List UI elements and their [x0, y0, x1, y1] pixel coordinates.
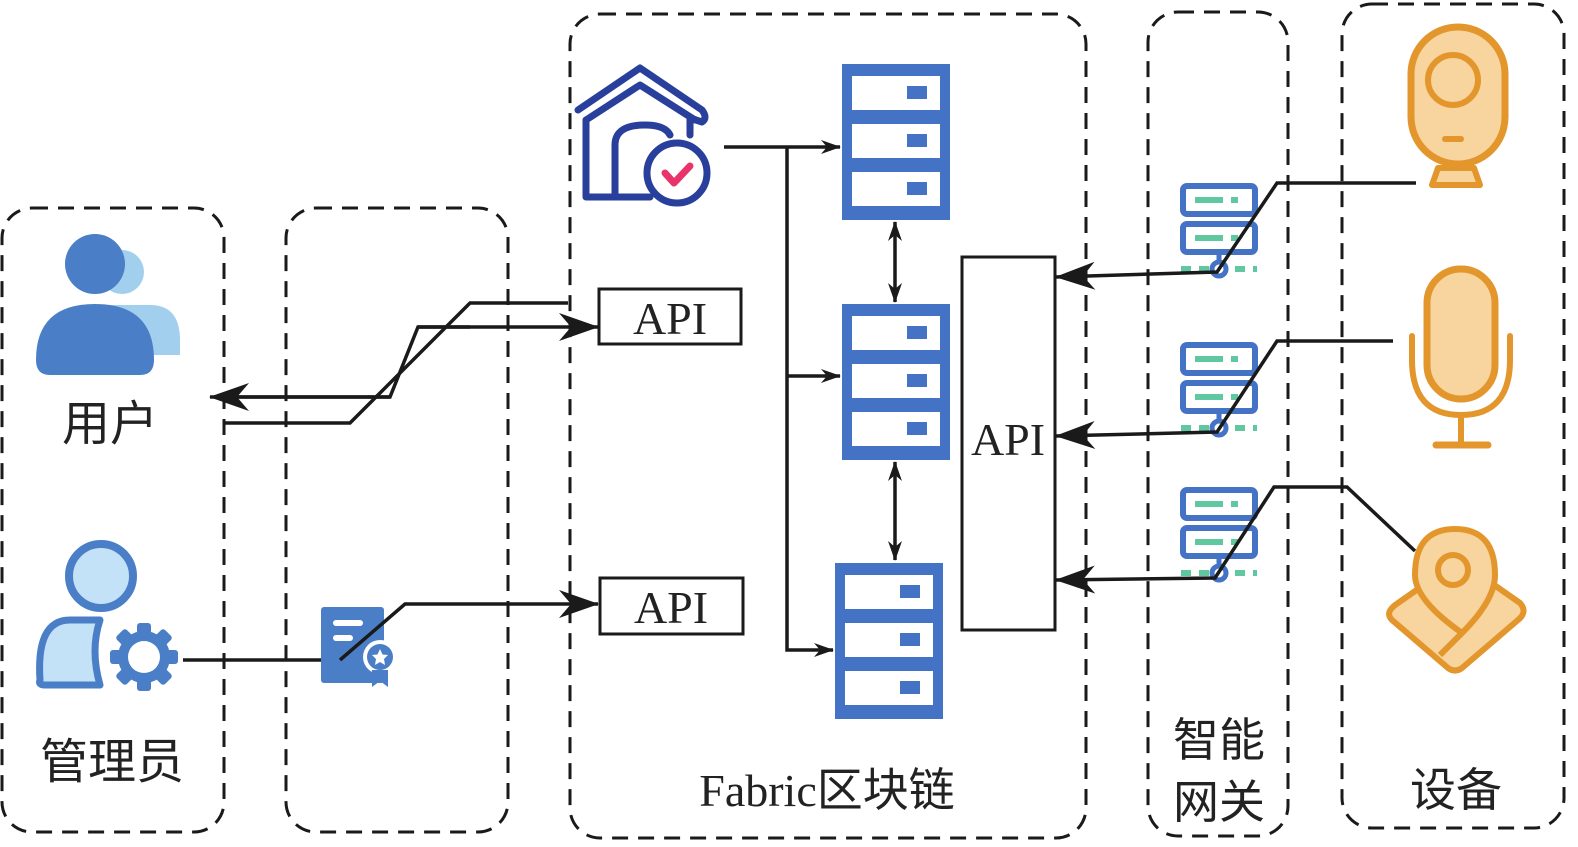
device-group-box — [1340, 2, 1566, 830]
certificate-icon — [321, 607, 397, 687]
api-vertical-label: API — [971, 414, 1045, 465]
wire-cert-api — [338, 590, 599, 662]
api-top-label: API — [633, 293, 707, 344]
server-icon-middle — [842, 304, 950, 460]
gateway-server-icon-3 — [1181, 490, 1257, 580]
blockchain-group-label: Fabric区块链 — [699, 765, 955, 816]
admin-label: 管理员 — [40, 736, 184, 789]
server-icon-bottom — [835, 563, 943, 719]
api-bottom-label: API — [634, 582, 708, 633]
user-group-box — [0, 206, 226, 834]
wire-user-out — [225, 301, 568, 425]
device-group-label: 设备 — [1410, 765, 1502, 816]
wire-house-server3 — [785, 147, 834, 657]
api-box-bottom — [598, 576, 745, 636]
microphone-icon — [1409, 265, 1513, 449]
house-check-icon — [574, 64, 711, 207]
wire-camera-api — [1055, 181, 1416, 290]
api-box-vertical — [960, 255, 1057, 632]
gateway-group-label-line2: 网关 — [1173, 777, 1265, 828]
middle-group-box — [284, 206, 510, 834]
api-box-top — [597, 287, 743, 346]
camera-icon — [1407, 23, 1509, 188]
gateway-group-box — [1146, 10, 1290, 838]
user-label: 用户 — [62, 398, 158, 451]
users-icon — [36, 234, 180, 375]
gateway-group-label-line1: 智能 — [1173, 715, 1265, 766]
server-icon-top — [842, 64, 950, 220]
wire-location-api — [1055, 485, 1417, 594]
user-gear-icon — [36, 540, 178, 691]
wire-mic-api — [1055, 339, 1393, 450]
location-icon — [1386, 526, 1527, 674]
